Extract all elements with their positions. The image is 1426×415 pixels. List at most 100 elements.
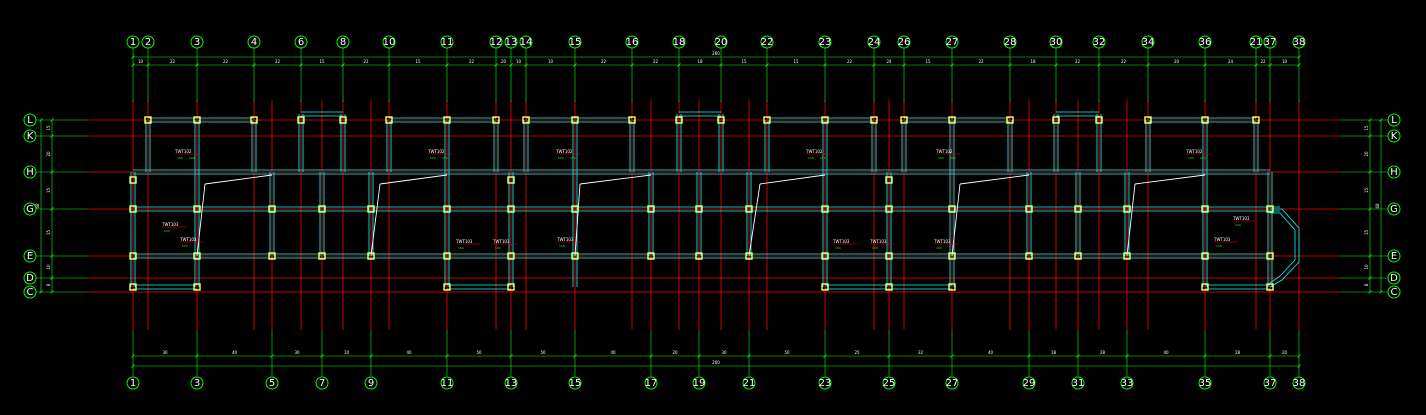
right-axis-bubble-circle xyxy=(1387,271,1401,285)
column xyxy=(900,116,908,124)
bottom-dim-tick xyxy=(950,354,954,358)
wall-bay-window xyxy=(1269,212,1296,284)
left-dim-tick xyxy=(50,290,54,294)
top-dim-label: 15 xyxy=(741,59,747,64)
column xyxy=(443,205,451,213)
column xyxy=(318,252,326,260)
left-axis-bubble-circle xyxy=(23,202,37,216)
right-axis-bubble-label: D xyxy=(1390,273,1398,284)
column xyxy=(885,205,893,213)
top-dim-label: 15 xyxy=(415,59,421,64)
top-axis-bubble-label: 4 xyxy=(251,37,257,48)
bottom-axis-bubble-circle xyxy=(1292,376,1306,390)
top-axis-bubble-label: 27 xyxy=(946,37,959,48)
column xyxy=(821,252,829,260)
bottom-axis-bubble-circle xyxy=(126,376,140,390)
bottom-axis-bubble-label: 17 xyxy=(645,378,658,389)
bottom-axis-bubble-label: 9 xyxy=(368,378,374,389)
bottom-axis-bubble-circle xyxy=(818,376,832,390)
right-dim-tick xyxy=(1368,170,1372,174)
top-axis-bubble-label: 36 xyxy=(1199,37,1212,48)
column xyxy=(571,116,579,124)
left-dim-label: 8 xyxy=(46,283,51,286)
column xyxy=(367,252,375,260)
left-total-dim-label: 68 xyxy=(35,203,40,209)
bottom-axis-bubble-label: 15 xyxy=(569,378,582,389)
bottom-dim-label: 40 xyxy=(232,350,238,355)
right-dim-tick xyxy=(1368,254,1372,258)
top-dim-label: 22 xyxy=(978,59,984,64)
left-dim-label: 15 xyxy=(46,230,51,236)
bottom-dim-label: 28 xyxy=(1100,350,1106,355)
top-axis-bubble-label: 20 xyxy=(715,37,728,48)
wall-tag-label: TWT103 xyxy=(832,239,850,244)
column xyxy=(821,283,829,291)
bottom-axis-bubble-circle xyxy=(1022,376,1036,390)
left-axis-bubble-circle xyxy=(23,129,37,143)
bottom-dim-label: 10 xyxy=(344,350,350,355)
top-axis-bubble-label: 26 xyxy=(898,37,911,48)
bottom-dim-label: 30 xyxy=(721,350,727,355)
right-total-dim-tick xyxy=(1379,290,1383,294)
bottom-dim-label: 20 xyxy=(1282,350,1288,355)
bottom-total-dim-label: 260 xyxy=(712,360,720,365)
top-axis-bubble-circle xyxy=(1049,35,1063,49)
top-axis-bubble-label: 15 xyxy=(569,37,582,48)
top-dim-tick xyxy=(872,63,876,67)
top-axis-bubble-label: 12 xyxy=(490,37,503,48)
top-dim-label: 15 xyxy=(319,59,325,64)
column xyxy=(870,116,878,124)
column xyxy=(1074,205,1082,213)
bottom-axis-bubble-circle xyxy=(882,376,896,390)
stair-line xyxy=(196,183,206,257)
wall-tag-label: TWT103 xyxy=(869,239,887,244)
top-dim-tick xyxy=(1008,63,1012,67)
bottom-dim-tick xyxy=(509,354,513,358)
column xyxy=(821,205,829,213)
bottom-dim-label: 50 xyxy=(784,350,790,355)
wall-tag-sub: 200 xyxy=(570,156,576,160)
bottom-dim-tick xyxy=(697,354,701,358)
bottom-axis-bubble-label: 13 xyxy=(505,378,518,389)
stair-line xyxy=(379,174,448,185)
right-dim-tick xyxy=(1368,276,1372,280)
bottom-dim-label: 50 xyxy=(540,350,546,355)
right-axis-bubble-label: K xyxy=(1391,131,1398,142)
top-dim-tick xyxy=(902,63,906,67)
column xyxy=(1201,116,1209,124)
bottom-axis-bubble-circle xyxy=(692,376,706,390)
column xyxy=(745,252,753,260)
stair-line xyxy=(1134,174,1206,185)
wall-tag-label: TWT102 xyxy=(555,149,573,154)
column xyxy=(948,283,956,291)
column xyxy=(250,116,258,124)
column xyxy=(1266,252,1274,260)
bottom-dim-label: 50 xyxy=(476,350,482,355)
wall-tag-sub: 200 xyxy=(189,156,195,160)
bottom-axis-bubble-circle xyxy=(644,376,658,390)
wall-tag-label: TWT102 xyxy=(805,149,823,154)
top-axis-bubble-circle xyxy=(440,35,454,49)
column xyxy=(522,116,530,124)
top-dim-label: 24 xyxy=(1228,59,1234,64)
left-axis-bubble-circle xyxy=(23,165,37,179)
bottom-axis-bubble-label: 1 xyxy=(130,378,136,389)
top-axis-bubble-label: 13 xyxy=(505,37,518,48)
column xyxy=(129,283,137,291)
column xyxy=(763,116,771,124)
right-dim-label: 20 xyxy=(1364,151,1369,157)
bottom-dim-tick xyxy=(1268,354,1272,358)
column xyxy=(675,116,683,124)
column xyxy=(1266,205,1274,213)
column xyxy=(1123,205,1131,213)
top-axis-bubble-circle xyxy=(672,35,686,49)
column xyxy=(1095,116,1103,124)
top-axis-bubble-circle xyxy=(1003,35,1017,49)
column xyxy=(647,252,655,260)
wall-tag-label: TWT103 xyxy=(1232,216,1250,221)
column xyxy=(339,116,347,124)
column xyxy=(367,205,375,213)
bottom-axis-bubble-label: 3 xyxy=(194,378,200,389)
wall-tag-sub: 100 xyxy=(164,229,170,233)
